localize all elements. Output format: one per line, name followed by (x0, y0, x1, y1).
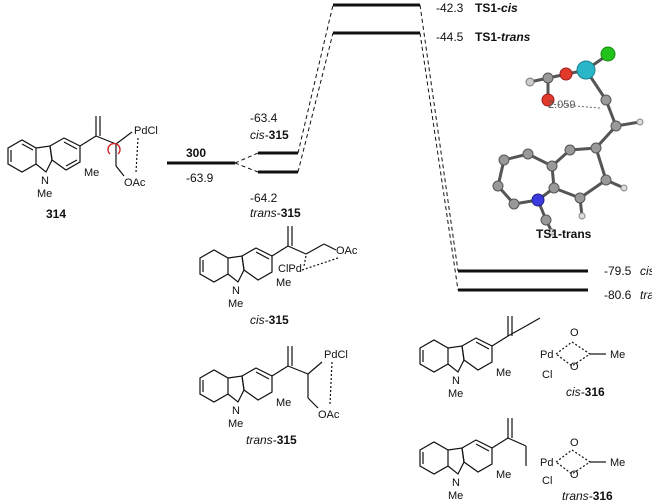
label-cis-315: cis-315 (250, 128, 289, 142)
label-ts1-cis: TS1-cis (475, 1, 518, 15)
svg-text:Me: Me (448, 490, 463, 502)
atom-me: Me (37, 188, 52, 200)
ts-distance-label: 2.059 (548, 99, 576, 111)
connector-cis315-ts1cis (297, 4, 334, 154)
svg-text:Pd: Pd (540, 457, 553, 469)
svg-text:O: O (570, 469, 579, 481)
svg-text:Me: Me (228, 418, 243, 430)
svg-text:O: O (570, 361, 579, 373)
structure-314: N Me Me PdCl OAc 314 (7, 116, 158, 221)
connector-300-cis315 (234, 152, 259, 164)
connector-ts1trans-trans316 (419, 32, 459, 291)
svg-text:Me: Me (496, 367, 511, 379)
svg-text:O: O (570, 437, 579, 449)
atom-n: N (41, 175, 49, 187)
label-trans-315: trans-315 (250, 206, 301, 220)
svg-text:Me: Me (448, 388, 463, 400)
energy-cis-316: -79.5 (604, 264, 632, 278)
label-314: 314 (46, 207, 66, 221)
svg-text:Cl: Cl (542, 369, 552, 381)
label-trans-316-structure: trans-316 (562, 489, 613, 503)
label-trans-316: trans-316 (640, 288, 652, 302)
svg-text:Me: Me (276, 277, 291, 289)
energy-trans-316: -80.6 (604, 288, 632, 302)
energy-trans-315: -64.2 (250, 191, 278, 205)
svg-text:ClPd: ClPd (278, 263, 302, 275)
svg-text:Me: Me (276, 397, 291, 409)
svg-text:Me: Me (610, 457, 625, 469)
atom-oac: OAc (124, 177, 146, 189)
svg-text:PdCl: PdCl (324, 349, 348, 361)
structure-trans-315: N Me Me PdCl OAc trans-315 (199, 346, 348, 447)
connector-300-trans315 (234, 162, 259, 173)
energy-ts1-trans: -44.5 (436, 30, 464, 44)
ts1-trans-3d-model (496, 54, 641, 233)
ts-caption: TS1-trans (536, 227, 592, 241)
ts1-trans-atoms (492, 46, 644, 236)
label-ts1-trans: TS1-trans (475, 30, 531, 44)
label-300: 300 (186, 146, 206, 160)
structure-cis-315: N Me Me OAc ClPd cis-315 (199, 226, 358, 327)
ts-distance-line (549, 103, 601, 109)
atom-pdcl: PdCl (134, 125, 158, 137)
energy-300: -63.9 (186, 171, 214, 185)
label-trans-315-structure: trans-315 (246, 433, 297, 447)
structure-cis-316: N Me Me Pd Cl O O Me cis-316 (419, 316, 625, 400)
structure-trans-316: N Me Me Pd Cl O O Me trans-316 (419, 418, 625, 503)
atom-me-ring: Me (84, 167, 99, 179)
svg-text:Me: Me (496, 469, 511, 481)
rotation-arrow (107, 142, 121, 155)
svg-text:O: O (570, 327, 579, 339)
svg-text:N: N (232, 405, 240, 417)
energy-cis-315: -63.4 (250, 111, 278, 125)
connector-ts1cis-cis316 (419, 4, 459, 272)
svg-text:Pd: Pd (540, 349, 553, 361)
label-cis-316: cis-316 (640, 264, 652, 278)
svg-text:Me: Me (228, 298, 243, 310)
svg-text:OAc: OAc (318, 409, 340, 421)
label-cis-315-structure: cis-315 (250, 313, 289, 327)
svg-text:N: N (232, 285, 240, 297)
svg-text:Me: Me (610, 349, 625, 361)
svg-text:N: N (452, 477, 460, 489)
svg-text:N: N (452, 375, 460, 387)
label-cis-316-structure: cis-316 (566, 385, 605, 399)
svg-text:OAc: OAc (336, 245, 358, 257)
connector-trans315-ts1trans (297, 32, 334, 173)
svg-text:Cl: Cl (542, 475, 552, 487)
energy-ts1-cis: -42.3 (436, 1, 464, 15)
